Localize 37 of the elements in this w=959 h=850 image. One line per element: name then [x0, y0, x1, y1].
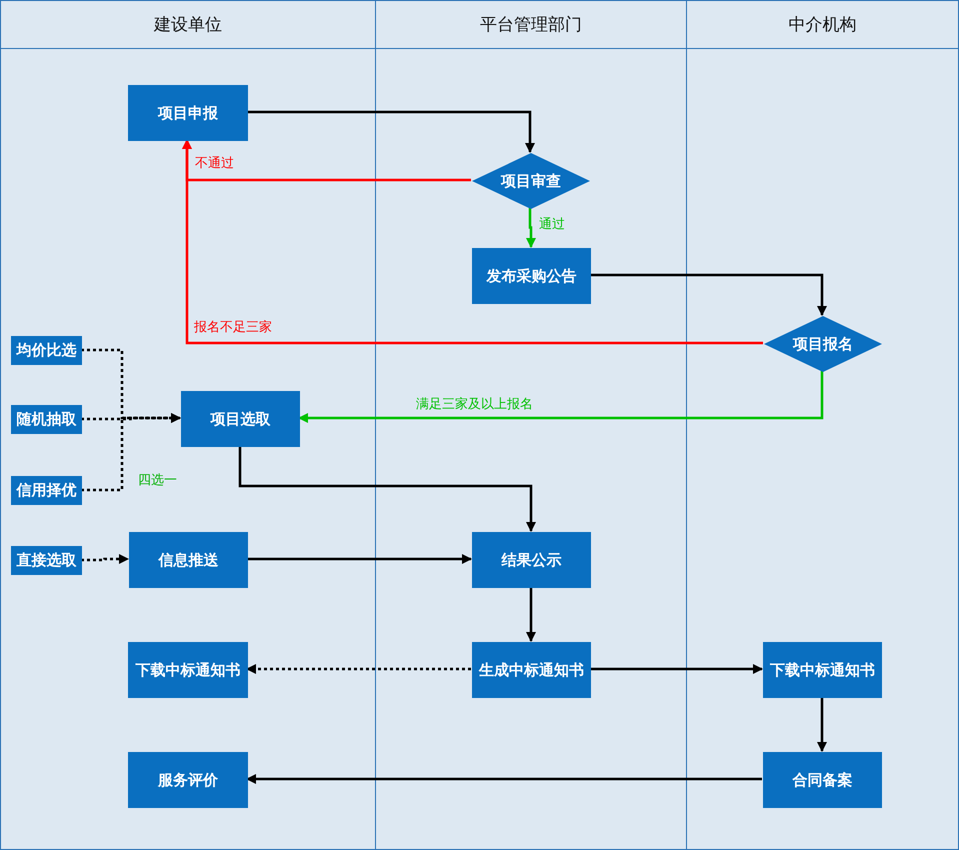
- arrow: [817, 697, 827, 752]
- process-box: 发布采购公告: [472, 248, 591, 304]
- arrow: [182, 139, 763, 344]
- arrow: [246, 774, 762, 784]
- arrow: [246, 664, 471, 674]
- method-box: 随机抽取: [11, 405, 82, 434]
- arrow: [247, 554, 472, 564]
- swimlane: [375, 0, 687, 850]
- arrow: [238, 446, 536, 532]
- decision-diamond: 项目审查: [472, 153, 590, 209]
- arrow: [81, 413, 181, 492]
- note-label: 四选一: [137, 471, 178, 489]
- process-box: 项目申报: [128, 85, 248, 141]
- process-box: 下载中标通知书: [763, 642, 882, 698]
- process-box: 下载中标通知书: [128, 642, 248, 698]
- arrow: [590, 664, 763, 674]
- process-box: 信息推送: [129, 532, 248, 588]
- arrow: [590, 274, 827, 316]
- method-box: 直接选取: [11, 546, 82, 575]
- lane-header: 中介机构: [687, 1, 958, 49]
- arrow: [526, 208, 536, 248]
- arrow: [247, 110, 535, 153]
- edge-label: 满足三家及以上报名: [415, 395, 534, 413]
- process-box: 生成中标通知书: [472, 642, 591, 698]
- swimlane: [686, 0, 959, 850]
- arrow: [298, 371, 824, 423]
- process-box: 合同备案: [763, 752, 882, 808]
- process-box: 结果公示: [472, 532, 591, 588]
- process-box: 项目选取: [181, 391, 300, 447]
- edge-label: 报名不足三家: [193, 318, 273, 336]
- method-box: 均价比选: [11, 336, 82, 365]
- method-box: 信用择优: [11, 476, 82, 505]
- swimlane: [0, 0, 376, 850]
- decision-diamond: 项目报名: [764, 316, 882, 372]
- arrow: [526, 587, 536, 642]
- arrow: [81, 554, 129, 564]
- process-box: 服务评价: [128, 752, 248, 808]
